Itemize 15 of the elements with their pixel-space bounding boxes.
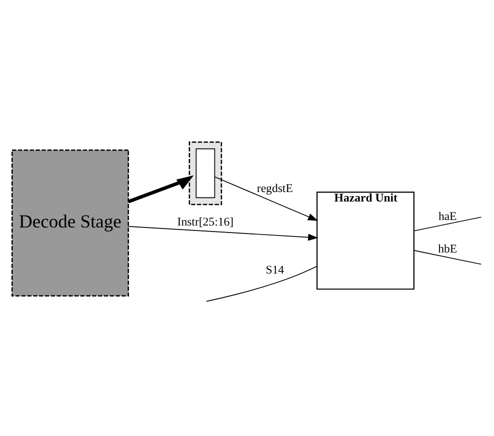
node-box <box>196 148 216 198</box>
edge-label: Instr[25:16] <box>177 214 234 228</box>
connector <box>414 250 482 264</box>
node-box: Decode Stage <box>11 148 129 296</box>
arrow <box>128 226 318 240</box>
edge-label: hbE <box>438 241 458 256</box>
connector <box>414 216 482 231</box>
edge-label: haE <box>438 208 457 222</box>
arrow <box>128 174 194 203</box>
node-box: Hazard Unit <box>316 191 414 290</box>
edge-label: regdstE <box>256 180 293 194</box>
arrow <box>214 176 318 220</box>
connector <box>206 265 318 302</box>
edge-label: S14 <box>266 262 284 276</box>
cluster <box>188 140 222 205</box>
